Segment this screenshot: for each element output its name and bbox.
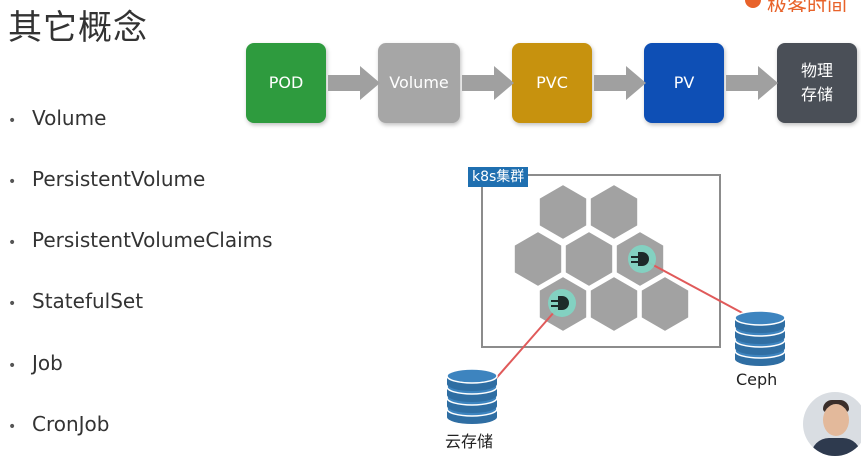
presenter-avatar (803, 392, 861, 456)
flow-box-pv: PV (644, 43, 724, 123)
node-hexagon (537, 182, 589, 242)
storage-link (491, 302, 563, 384)
list-item: •CronJob (8, 412, 110, 436)
flow-arrow-icon (594, 66, 646, 100)
bullet-dot-icon: • (8, 235, 17, 251)
bullet-dot-icon: • (8, 419, 17, 435)
brand-logo: 极客时间 (741, 0, 861, 12)
list-item: •Job (8, 351, 63, 375)
list-item: •StatefulSet (8, 289, 144, 313)
bullet-dot-icon: • (8, 113, 17, 129)
bullet-dot-icon: • (8, 174, 17, 190)
ceph-label: Ceph (736, 370, 778, 389)
cluster-boundary (481, 174, 721, 348)
storage-link (641, 258, 749, 317)
flow-arrow-icon (328, 66, 380, 100)
ceph-storage-icon (734, 310, 786, 366)
logo-text: 极客时间 (767, 0, 847, 12)
cloud-storage-label: 云存储 (445, 432, 494, 451)
list-item: •PersistentVolume (8, 167, 206, 191)
node-hexagon (639, 274, 691, 334)
cluster-tag: k8s集群 (468, 167, 529, 187)
flow-box-pvc: PVC (512, 43, 592, 123)
flow-arrow-icon (726, 66, 778, 100)
node-hexagon (588, 274, 640, 334)
bullet-dot-icon: • (8, 296, 17, 312)
node-grid (512, 182, 691, 334)
cloud-storage-icon (446, 368, 498, 424)
flow-box-volume: Volume (378, 43, 460, 123)
volume-plugin-icon (628, 245, 656, 273)
bullet-dot-icon: • (8, 358, 17, 374)
node-hexagon (563, 229, 615, 289)
logo-icon (745, 0, 761, 8)
node-hexagon (512, 229, 564, 289)
volume-plugin-icon (548, 289, 576, 317)
flow-box-pod: POD (246, 43, 326, 123)
flow-box-physical-storage: 物理 存储 (777, 43, 857, 123)
flow-arrow-icon (462, 66, 514, 100)
node-hexagon (588, 182, 640, 242)
list-item: •PersistentVolumeClaims (8, 228, 273, 252)
slide-title: 其它概念 (8, 8, 148, 48)
list-item: •Volume (8, 106, 107, 130)
